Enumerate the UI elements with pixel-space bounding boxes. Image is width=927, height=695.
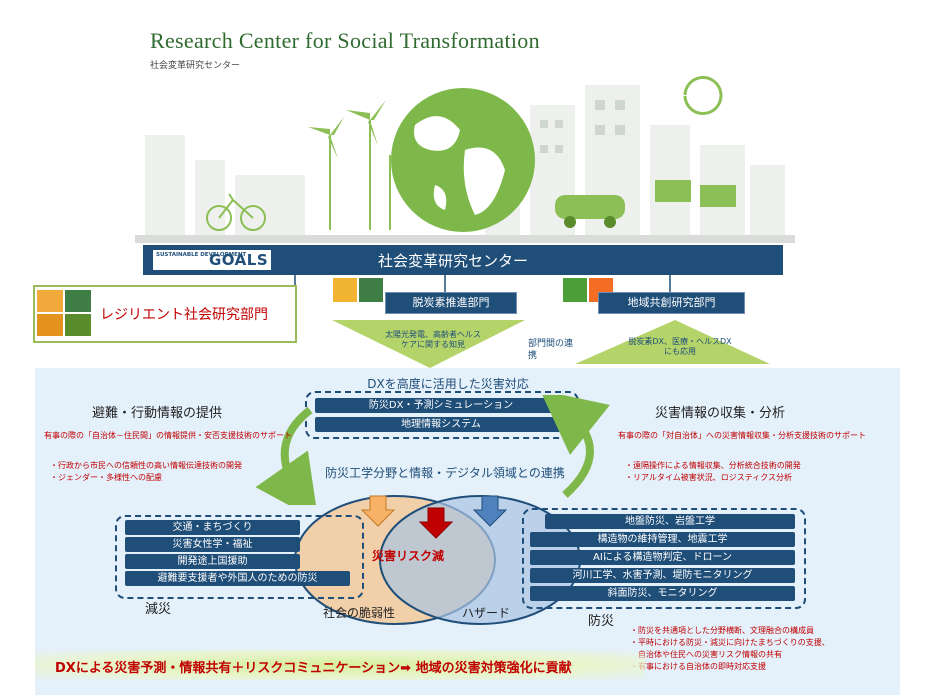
inter-dept-link-label: 部門間の連携 (528, 339, 574, 361)
right-heading: 災害情報の収集・分析 (655, 406, 786, 421)
curved-arrows (255, 395, 610, 505)
bicycle-icon (206, 205, 232, 231)
prevention-item-4: 河川工学、水害予測、堤防モニタリング (530, 568, 795, 583)
prevention-note-3: 自治体や住民への災害リスク情報の共有 (630, 650, 782, 659)
venn-center-label: 災害リスク減 (372, 549, 445, 563)
mitigation-item-1: 交通・まちづくり (125, 520, 300, 535)
sdg-icons-decarb (333, 278, 385, 302)
dept-regional-box: 地域共創研究部門 (598, 292, 745, 314)
dept-resilient-label: レジリエント社会研究部門 (100, 307, 268, 323)
arrow-down-red-icon (418, 507, 454, 539)
prevention-item-2: 構造物の維持管理、地震工学 (530, 532, 795, 547)
right-triangle-text: 脱炭素DX、医療・ヘルスDXにも応用 (628, 337, 732, 356)
prevention-note-4: ・有事における自治体の即時対応支援 (630, 662, 766, 671)
dx-collab-text: 防災工学分野と情報・デジタル領域との連携 (325, 466, 565, 480)
sdg-icon-13 (65, 290, 91, 312)
center-banner: SUSTAINABLE DEVELOPMENT GOALS 社会変革研究センター (143, 245, 783, 275)
venn-left-label: 社会の脆弱性 (323, 606, 396, 620)
inter-dept-triangles (332, 320, 770, 368)
left-bullet-1: ・行政から市民への信頼性の高い情報伝達技術の開発 (50, 461, 242, 470)
prevention-label: 防災 (588, 614, 615, 629)
arrow-down-orange-icon (360, 495, 396, 527)
mitigation-item-4: 避難要支援者や外国人のための防災 (125, 571, 350, 586)
mitigation-box (115, 515, 364, 599)
banner-title: 社会変革研究センター (378, 252, 529, 270)
prevention-box (522, 508, 806, 609)
sdg-logo-goals-text: GOALS (209, 251, 269, 269)
prevention-item-1: 地盤防災、岩盤工学 (545, 514, 795, 529)
mitigation-item-2: 災害女性学・福祉 (125, 537, 300, 552)
dx-item-gis: 地理情報システム (315, 417, 567, 432)
ev-car-icon (555, 195, 625, 219)
dept-resilient-box: レジリエント社会研究部門 (33, 285, 297, 343)
eco-city-illustration (135, 76, 795, 243)
arrow-down-blue-icon (472, 495, 508, 527)
dx-title: DXを高度に活用した災害対応 (367, 377, 529, 391)
right-bullet-1: ・遠隔操作による情報収集、分析統合技術の開発 (625, 461, 801, 470)
prevention-note-2: ・平時における防災・減災に向けたまちづくりの支援、 (630, 638, 830, 647)
bottom-summary: DXによる災害予測・情報共有＋リスクコミュニケーション➡ 地域の災害対策強化に貢… (35, 650, 645, 680)
dx-item-simulation: 防災DX・予測シミュレーション (315, 398, 567, 413)
left-desc: 有事の際の「自治体－住民間」の情報提供・安否支援技術のサポート (44, 431, 292, 440)
center-title-en: Research Center for Social Transformatio… (150, 28, 540, 53)
bottom-summary-text: DXによる災害予測・情報共有＋リスクコミュニケーション➡ 地域の災害対策強化に貢… (55, 661, 572, 676)
dept-decarb-box: 脱炭素推進部門 (385, 292, 517, 314)
sdg-icon-11 (37, 290, 63, 312)
prevention-item-5: 斜面防災、モニタリング (530, 586, 795, 601)
left-bullet-2: ・ジェンダー・多様性への配慮 (50, 473, 162, 482)
left-heading: 避難・行動情報の提供 (92, 406, 223, 421)
sdg-logo: SUSTAINABLE DEVELOPMENT GOALS (153, 250, 271, 270)
mitigation-label: 減災 (145, 602, 172, 617)
sdg-logo-small-text: SUSTAINABLE DEVELOPMENT (156, 252, 247, 258)
left-triangle-text: 太陽光発電、高齢者ヘルスケアに関する知見 (385, 330, 481, 349)
recycle-icon (683, 76, 723, 115)
venn-right-label: ハザード (462, 606, 511, 620)
globe-icon (391, 88, 535, 232)
right-desc: 有事の際の「対自治体」への災害情報収集・分析支援技術のサポート (618, 431, 866, 440)
center-title-jp: 社会変革研究センター (150, 61, 241, 71)
prevention-item-3: AIによる構造物判定、ドローン (530, 550, 795, 565)
prevention-note-1: ・防災を共通項とした分野横断、文理融合の構成員 (630, 626, 814, 635)
mitigation-item-3: 開発途上国援助 (125, 554, 300, 569)
right-bullet-2: ・リアルタイム被害状況、ロジスティクス分析 (625, 473, 793, 482)
solar-panel-icon (655, 180, 691, 202)
